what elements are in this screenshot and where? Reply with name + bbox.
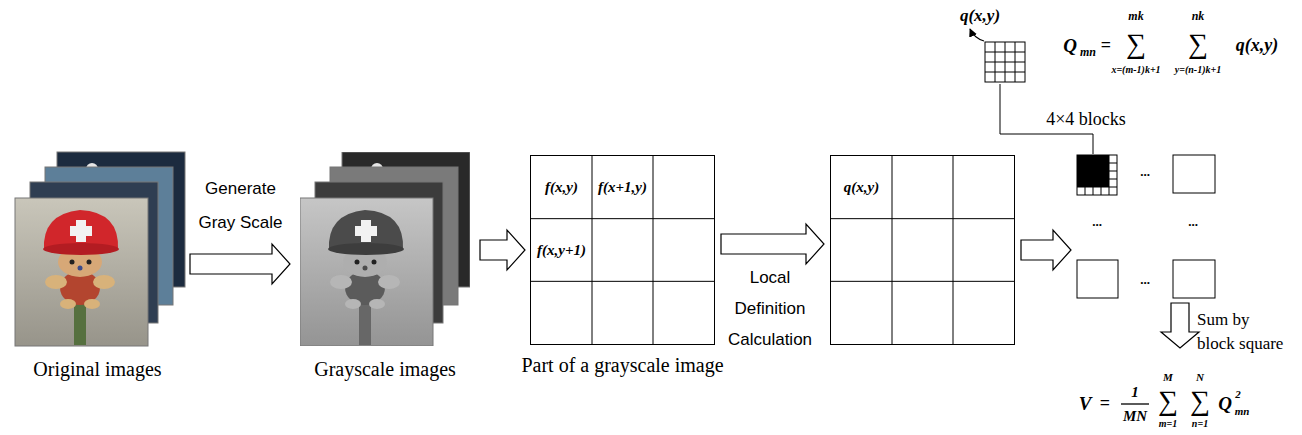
caption: Original images [33, 358, 161, 380]
fraction-numerator: 1 [1131, 385, 1139, 400]
cell-label: f(x,y+1) [537, 242, 586, 259]
formula-superscript: 2 [1235, 389, 1241, 400]
black-block [1077, 155, 1109, 187]
grid-cell: q(x,y) [831, 156, 892, 219]
grid-cell: f(x,y) [531, 156, 592, 219]
image-stack: Grayscale images [295, 148, 475, 348]
grid-cell: f(x+1,y) [592, 156, 653, 219]
sum-limit: n=1 [1192, 419, 1208, 429]
annotation: 4×4 blocks [1046, 110, 1126, 128]
definition-grid: q(x,y) [830, 155, 1015, 345]
block-grid-lines [1077, 155, 1117, 195]
sum-sign: ∑ [1126, 30, 1146, 58]
cell-label: f(x,y) [545, 179, 578, 196]
block-square [1077, 155, 1117, 195]
sum-limit: m=1 [1159, 419, 1177, 429]
sum-limit: mk [1128, 10, 1143, 22]
formula-subscript: mn [1235, 406, 1250, 417]
pixel-grid: Part of a grayscale imagef(x,y)f(x+1,y)f… [530, 155, 715, 345]
ellipsis: ... [1140, 273, 1150, 287]
block-matrix: ............ [1077, 155, 1215, 298]
block-arrow [190, 244, 290, 284]
grid-lines [531, 156, 714, 344]
fraction-bar [1121, 403, 1149, 404]
formula-operator: = [1101, 36, 1111, 54]
small-grid [985, 42, 1025, 82]
sum-limit: y=(n-1)k+1 [1175, 65, 1221, 75]
sum-limit: M [1163, 372, 1173, 383]
block-arrow [1021, 230, 1071, 270]
original-photos [15, 152, 185, 346]
sum-limit: nk [1192, 10, 1205, 22]
image-stack: Original images [10, 148, 185, 348]
ellipsis: ... [1188, 215, 1198, 229]
caption: Part of a grayscale image [521, 354, 723, 376]
block-square [1173, 155, 1215, 193]
edge-label: Local Definition Calculation [716, 262, 824, 355]
block-arrow [721, 224, 824, 264]
caption: Grayscale images [314, 358, 456, 380]
ellipsis: ... [1140, 165, 1150, 179]
block-square [1077, 260, 1118, 298]
block-arrow [480, 230, 525, 270]
sum-sign: ∑ [1188, 30, 1208, 58]
grayscale-photos [300, 152, 470, 346]
block-square [1173, 260, 1215, 298]
formula-symbol: V [1079, 394, 1092, 413]
variable-label: q(x,y) [960, 7, 1000, 24]
small-grid-lines [985, 42, 1025, 82]
edge-label: Generate Gray Scale [188, 172, 293, 240]
cell-label: f(x+1,y) [598, 179, 647, 196]
sum-limit: x=(m-1)k+1 [1111, 65, 1160, 75]
step-label: Sum by block square [1197, 308, 1287, 356]
grid-cell: f(x,y+1) [531, 219, 592, 282]
cell-label: q(x,y) [844, 179, 879, 196]
sum-limit: N [1196, 372, 1204, 383]
down-arrow [1161, 303, 1199, 348]
sum-sign: ∑ [1158, 387, 1178, 415]
formula-term: q(x,y) [1236, 36, 1278, 54]
formula-operator: = [1100, 394, 1110, 412]
ellipsis: ... [1092, 215, 1102, 229]
pointer-arrow [970, 29, 984, 41]
formula-symbol: Q [1063, 36, 1077, 55]
sum-sign: ∑ [1190, 387, 1210, 415]
formula-subscript: mn [1080, 46, 1096, 58]
grid-lines [831, 156, 1014, 344]
fraction-denominator: MN [1123, 409, 1147, 424]
formula-symbol: Q [1218, 394, 1232, 413]
